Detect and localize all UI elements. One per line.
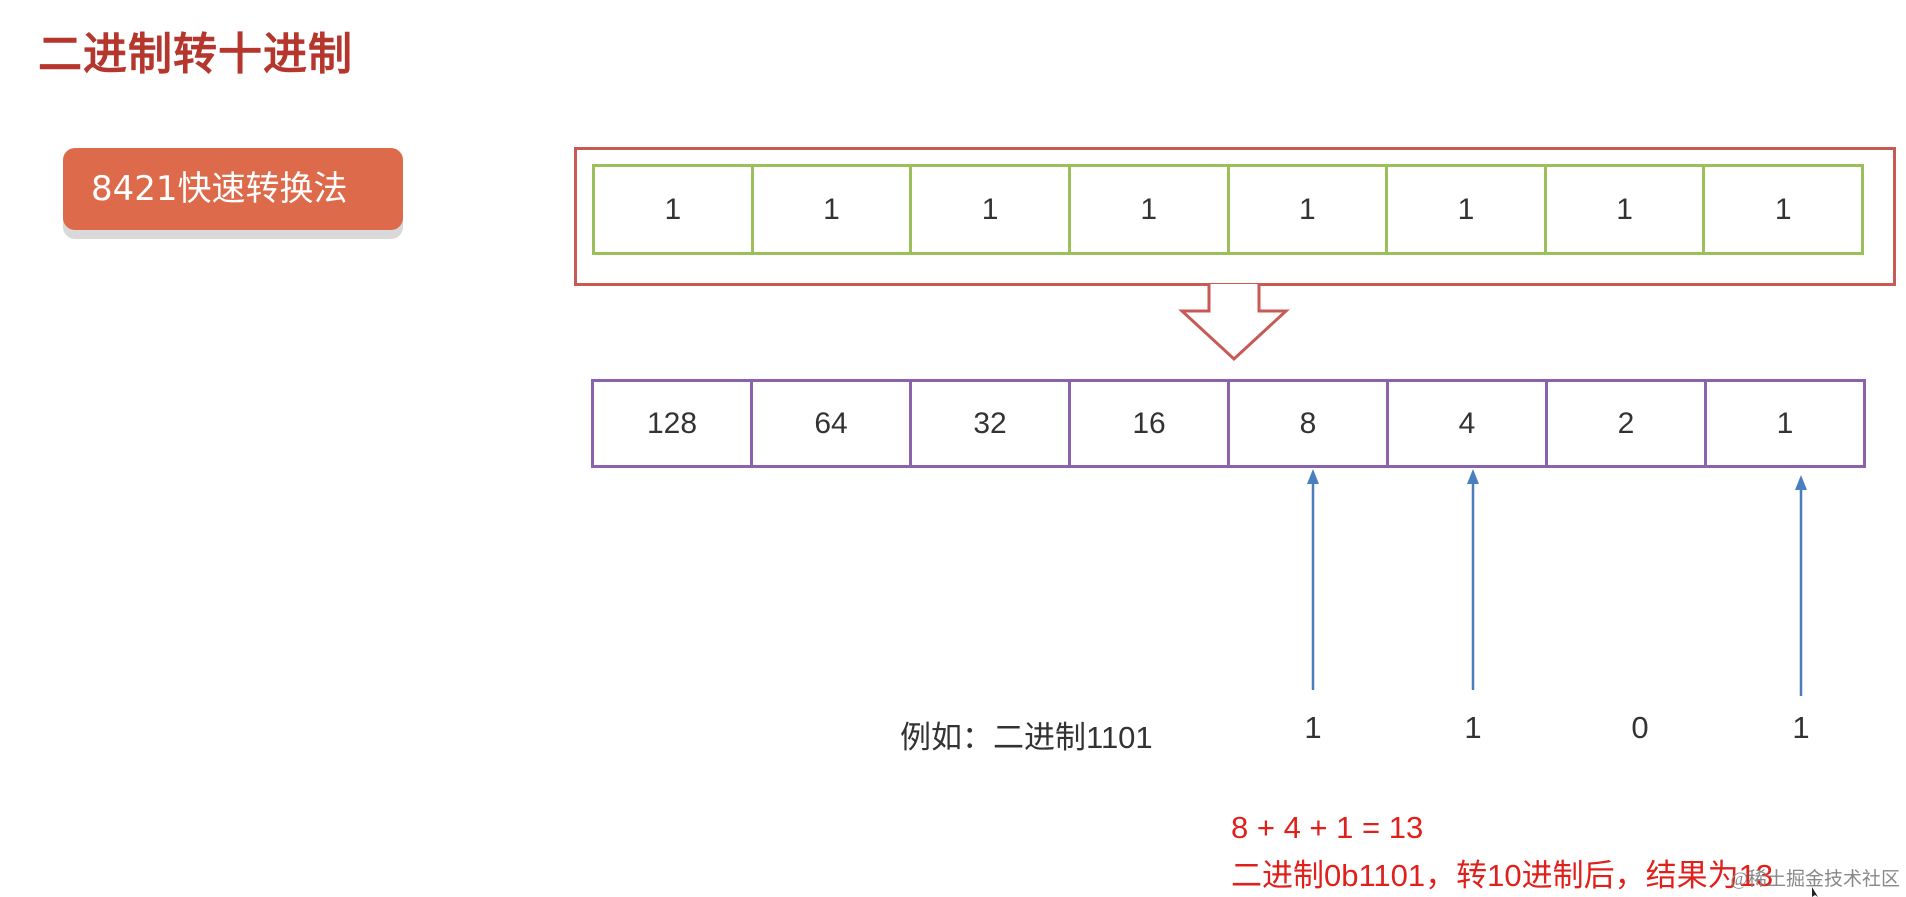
weight-cell: 4 — [1386, 382, 1545, 465]
bit-cell: 1 — [1067, 167, 1227, 252]
bits-row: 1 1 1 1 1 1 1 1 — [592, 164, 1864, 255]
bit-cell: 1 — [909, 167, 1068, 252]
method-badge: 8421快速转换法 — [63, 148, 403, 230]
weights-row: 128 64 32 16 8 4 2 1 — [591, 379, 1866, 468]
bit-cell: 1 — [1702, 167, 1861, 252]
bit-cell: 1 — [664, 192, 682, 226]
sum-line: 8 + 4 + 1 = 13 — [1231, 810, 1424, 845]
example-digit: 1 — [1304, 710, 1322, 745]
down-arrow-icon — [1178, 284, 1290, 362]
example-label: 例如：二进制1101 — [900, 720, 1153, 755]
cursor-icon — [1812, 887, 1818, 897]
weight-cell: 2 — [1545, 382, 1704, 465]
pointer-arrows — [1307, 469, 1807, 696]
weight-cell: 8 — [1227, 382, 1386, 465]
example-digit: 1 — [1464, 710, 1482, 745]
arrowhead-icon — [1467, 469, 1479, 484]
conclusion-line: 二进制0b1101，转10进制后，结果为13 — [1231, 858, 1774, 893]
watermark: @稀土掘金技术社区 — [1730, 869, 1901, 890]
weight-cell: 1 — [1704, 382, 1863, 465]
bit-cell: 1 — [1226, 167, 1386, 252]
page-title: 二进制转十进制 — [38, 29, 353, 80]
weight-cell: 128 — [646, 406, 698, 440]
weight-cell: 64 — [750, 382, 909, 465]
weight-cell: 16 — [1068, 382, 1227, 465]
bit-cell: 1 — [1543, 167, 1703, 252]
arrowhead-icon — [1307, 469, 1319, 484]
example-digit: 0 — [1631, 710, 1649, 745]
weight-cell: 32 — [909, 382, 1068, 465]
bit-cell: 1 — [750, 167, 910, 252]
example-digit: 1 — [1792, 710, 1810, 745]
bit-cell: 1 — [1385, 167, 1544, 252]
arrowhead-icon — [1795, 475, 1807, 490]
